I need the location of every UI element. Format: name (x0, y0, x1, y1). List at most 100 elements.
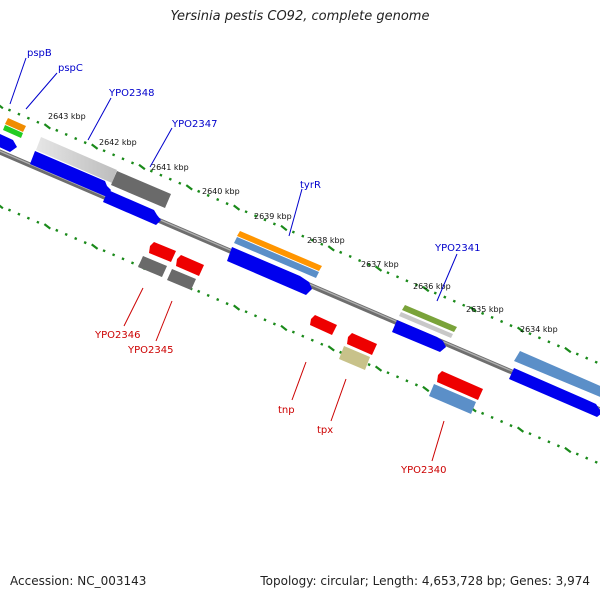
upper-scale-tick (216, 197, 220, 202)
lower-scale-tick (206, 293, 210, 298)
pspB-cds-arrow (0, 134, 17, 152)
upper-scale-tick (233, 204, 241, 211)
upper-scale-tick (83, 141, 87, 145)
tick-label-2642: 2642 kbp (99, 138, 137, 147)
tyrR-feature (227, 231, 322, 295)
upper-scale-tick (17, 112, 21, 116)
lower-scale-tick (130, 261, 135, 265)
gene-label-tyrR: tyrR (300, 180, 321, 191)
lower-scale-tick (83, 241, 87, 245)
upper-scale-tick (367, 263, 371, 267)
upper-scale-tick (149, 169, 153, 173)
lower-scale-tick (310, 338, 314, 342)
upper-scale-tick (358, 258, 362, 263)
upper-scale-tick (469, 306, 477, 313)
lower-scale-tick (36, 220, 40, 224)
lower-scale-tick (537, 436, 541, 440)
lower-scale-tick (233, 304, 241, 311)
lower-scale-tick (17, 212, 21, 216)
lower-scale-tick (367, 363, 371, 367)
gene-label-YPO2348: YPO2348 (108, 88, 154, 99)
upper-scale-tick (74, 136, 78, 141)
YPO2346-feature (138, 242, 176, 277)
upper-scale-tick (537, 336, 541, 340)
gene-label-YPO2341: YPO2341 (434, 243, 480, 254)
upper-scale-tick (528, 332, 532, 336)
lower-scale-tick (291, 330, 295, 334)
upper-scale-tick (43, 123, 51, 130)
lower-scale-tick (197, 289, 201, 293)
reverse-label-leaders (123, 287, 445, 462)
upper-scale-tick (225, 202, 229, 206)
tick-label-2643: 2643 kbp (48, 112, 86, 121)
lower-scale-tick (225, 302, 229, 306)
lower-scale-tick (301, 334, 305, 338)
lower-scale-tick (490, 415, 494, 420)
upper-scale-tick (327, 245, 335, 252)
gene-label-pspC: pspC (58, 63, 83, 74)
upper-scale-tick (253, 214, 258, 218)
upper-scale-tick (556, 344, 560, 348)
tick-label-2639: 2639 kbp (254, 212, 292, 221)
upper-scale-tick (348, 254, 352, 259)
upper-scale-tick (395, 275, 400, 279)
gene-label-YPO2340: YPO2340 (400, 465, 446, 476)
lower-scale-tick (509, 424, 513, 428)
upper-scale-tick (301, 234, 305, 238)
upper-scale-tick (178, 181, 182, 185)
tick-label-2640: 2640 kbp (202, 187, 240, 196)
lower-scale-tick (481, 411, 485, 415)
upper-scale-tick (481, 311, 485, 315)
lower-scale-tick (556, 444, 560, 448)
scale-labels: 2643 kbp 2642 kbp 2641 kbp 2640 kbp 2639… (48, 112, 558, 334)
lower-scale-tick (244, 310, 248, 314)
lower-scale-tick (121, 257, 125, 261)
lower-scale-tick (55, 228, 59, 232)
upper-scale-tick (102, 149, 106, 153)
tpx-feature (339, 333, 377, 370)
lower-scale-tick (414, 383, 418, 387)
upper-scale-tick (547, 340, 551, 344)
lower-scale-tick (500, 419, 504, 424)
lower-scale-tick (374, 365, 383, 372)
upper-scale-tick (443, 295, 447, 299)
upper-scale-tick (452, 299, 456, 303)
YPO2347-feature (103, 171, 171, 225)
lower-scale-tick (263, 318, 267, 322)
YPO2345-feature (167, 255, 204, 290)
lower-scale-tick (564, 446, 572, 454)
tnp-feature (310, 315, 337, 335)
upper-scale-tick (500, 319, 504, 324)
upper-scale-tick (291, 230, 295, 234)
gene-label-tnp: tnp (278, 405, 295, 416)
upper-scale-tick (280, 224, 288, 232)
pspB-feature (3, 118, 26, 138)
upper-scale-tick (64, 132, 68, 137)
YPO2340-region-feature (509, 351, 600, 417)
upper-scale-tick (516, 326, 525, 333)
upper-tick-track (0, 104, 598, 364)
upper-scale-tick (130, 161, 135, 165)
tick-label-2634: 2634 kbp (520, 325, 558, 334)
lower-scale-tick (280, 324, 288, 332)
upper-scale-tick (272, 222, 276, 226)
upper-scale-tick (575, 352, 579, 356)
upper-scale-tick (433, 291, 437, 295)
lower-scale-tick (216, 297, 220, 302)
upper-scale-tick (422, 285, 430, 293)
lower-scale-tick (0, 204, 4, 210)
gene-label-tpx: tpx (317, 425, 333, 436)
upper-scale-tick (197, 189, 201, 193)
upper-scale-tick (462, 303, 466, 307)
upper-scale-tick (168, 177, 172, 181)
lower-scale-tick (575, 452, 579, 456)
YPO2340-feature (429, 371, 483, 414)
tick-label-2636: 2636 kbp (413, 282, 451, 291)
upper-scale-tick (244, 210, 248, 214)
gene-label-YPO2347: YPO2347 (171, 119, 217, 130)
upper-scale-tick (509, 324, 513, 328)
lower-scale-tick (91, 243, 99, 250)
lower-scale-tick (7, 208, 12, 212)
upper-scale-tick (112, 153, 116, 157)
